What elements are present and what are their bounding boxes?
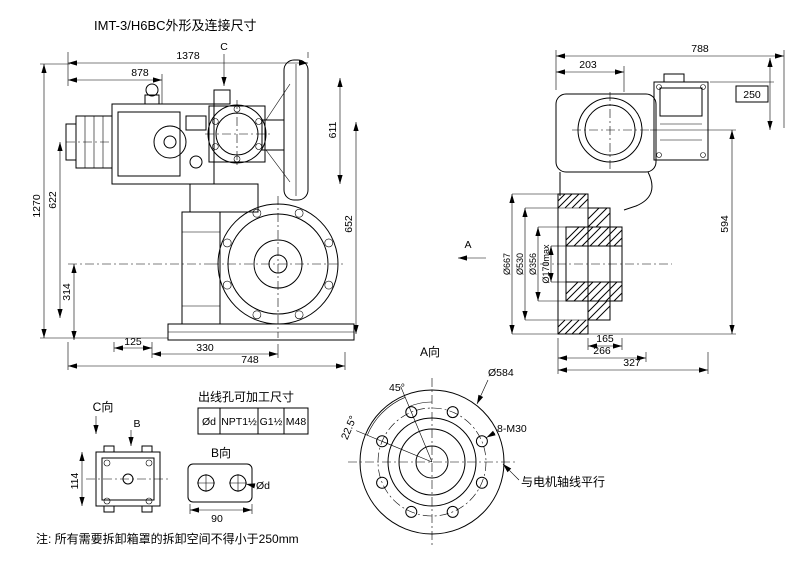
drawing-title: IMT-3/H6BC外形及连接尺寸 xyxy=(94,18,257,33)
dim-652: 652 xyxy=(343,215,355,233)
section-label-a: A xyxy=(464,239,471,251)
front-view: 1378 C 878 1270 622 314 xyxy=(31,41,359,370)
outlet-table-title: 出线孔可加工尺寸 xyxy=(198,390,294,404)
dia-584: Ø584 xyxy=(488,367,514,379)
dim-165: 165 xyxy=(596,333,614,345)
view-a: A向 45° 22.5° Ø584 8-M30 与电机轴线平行 xyxy=(339,344,605,546)
dia-530: Ø530 xyxy=(515,253,525,275)
bolt-spec: 8-M30 xyxy=(497,423,527,435)
parallel-note: 与电机轴线平行 xyxy=(521,474,605,489)
view-b-direction-label: B xyxy=(133,418,140,430)
bolt-holes xyxy=(376,406,488,518)
dia-356: Ø356 xyxy=(528,253,538,275)
view-a-label: A向 xyxy=(420,344,440,359)
terminal-box xyxy=(653,81,709,161)
dim-250: 250 xyxy=(743,89,761,101)
hatch-flange xyxy=(557,193,611,335)
dim-114: 114 xyxy=(69,472,81,489)
angle-22-5: 22.5° xyxy=(339,414,360,441)
dim-203: 203 xyxy=(579,59,597,71)
dim-266: 266 xyxy=(593,345,611,357)
dim-1378: 1378 xyxy=(176,50,200,62)
dim-90: 90 xyxy=(211,513,223,525)
dia-170max: Ø170max xyxy=(541,244,551,284)
side-view: 788 203 250 594 Ø667 Ø5 xyxy=(458,43,785,374)
outlet-table-border xyxy=(197,407,309,435)
support-column xyxy=(181,211,221,325)
outlet-cell-od: Ød xyxy=(202,416,216,428)
angle-45: 45° xyxy=(389,382,405,394)
side-view-geometry xyxy=(540,73,709,335)
side-housing xyxy=(555,93,657,173)
neck xyxy=(189,183,259,213)
dim-327: 327 xyxy=(623,357,641,369)
indicator xyxy=(189,155,203,169)
dim-594: 594 xyxy=(719,215,731,233)
dim-611: 611 xyxy=(327,121,339,138)
front-view-geometry xyxy=(65,59,355,341)
dim-878: 878 xyxy=(131,67,149,79)
dim-250-box xyxy=(735,85,769,103)
view-b-label: B向 xyxy=(211,445,231,460)
label-c: C xyxy=(220,41,228,53)
control-knob xyxy=(153,125,187,159)
outlet-cell-npt: NPT1½ xyxy=(221,416,257,428)
side-view-dimensions: 788 203 250 594 Ø667 Ø5 xyxy=(458,43,785,374)
label-od: Ød xyxy=(256,480,270,492)
dim-748: 748 xyxy=(241,354,259,366)
view-c-label: C向 xyxy=(93,399,114,414)
outlet-cell-g: G1½ xyxy=(260,416,283,428)
view-c: C向 B 114 xyxy=(69,399,170,513)
dim-622: 622 xyxy=(47,191,59,209)
stem xyxy=(213,89,231,105)
hatch-coupling xyxy=(565,226,623,302)
outlet-table: 出线孔可加工尺寸 Ød NPT1½ G1½ M48 xyxy=(197,390,309,435)
bottom-note: 注: 所有需要拆卸箱罩的拆卸空间不得小于250mm xyxy=(36,531,299,546)
dim-788: 788 xyxy=(691,43,709,55)
dim-314: 314 xyxy=(61,283,73,301)
dim-125: 125 xyxy=(124,336,142,348)
front-view-dimensions: 1378 C 878 1270 622 314 xyxy=(31,41,359,370)
outlet-plate xyxy=(187,463,253,503)
view-b: B向 90 Ød xyxy=(187,445,270,525)
eyebolt xyxy=(145,83,159,97)
dim-1270: 1270 xyxy=(31,194,43,218)
outlet-cell-m48: M48 xyxy=(286,416,307,428)
dia-667: Ø667 xyxy=(502,253,512,275)
dim-330: 330 xyxy=(196,342,214,354)
